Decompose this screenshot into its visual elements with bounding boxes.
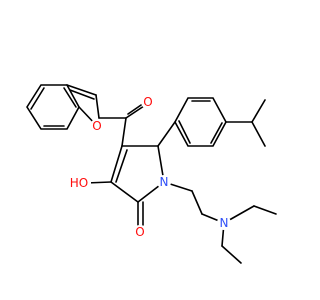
bond-lines: [26, 84, 277, 264]
atom-hydroxyl-oxygen: HO: [67, 175, 91, 191]
bond: [26, 84, 80, 130]
bond: [110, 181, 139, 203]
bond: [110, 145, 123, 183]
bond: [125, 105, 145, 119]
bond: [174, 97, 227, 147]
bond: [66, 84, 97, 96]
bond: [251, 121, 266, 147]
atom-label: O: [143, 95, 152, 109]
atom-labels: O O HO O N N: [67, 95, 231, 239]
bond: [210, 122, 223, 144]
bond: [115, 149, 128, 183]
bond: [221, 245, 242, 264]
bond: [127, 102, 145, 115]
bond: [178, 120, 191, 144]
atom-label: O: [92, 119, 101, 133]
bond: [191, 190, 203, 215]
atom-furan-oxygen: O: [90, 119, 104, 133]
bond: [63, 87, 77, 108]
atom-label: O: [135, 225, 144, 239]
bond: [69, 89, 95, 100]
bond: [30, 87, 45, 110]
atom-ring-nitrogen: N: [157, 175, 171, 189]
bond: [95, 94, 100, 119]
atom-amine-nitrogen: N: [217, 216, 231, 230]
molecule-structure: O O HO O N N: [26, 84, 277, 264]
bond: [251, 99, 266, 123]
atom-label: HO: [70, 176, 88, 190]
atom-lactam-oxygen: O: [133, 225, 147, 239]
bond: [157, 121, 176, 147]
atom-label: N: [160, 175, 169, 189]
atom-label: N: [220, 216, 229, 230]
bond: [253, 205, 277, 215]
atom-carbonyl-oxygen: O: [141, 95, 155, 109]
bond: [121, 117, 127, 147]
